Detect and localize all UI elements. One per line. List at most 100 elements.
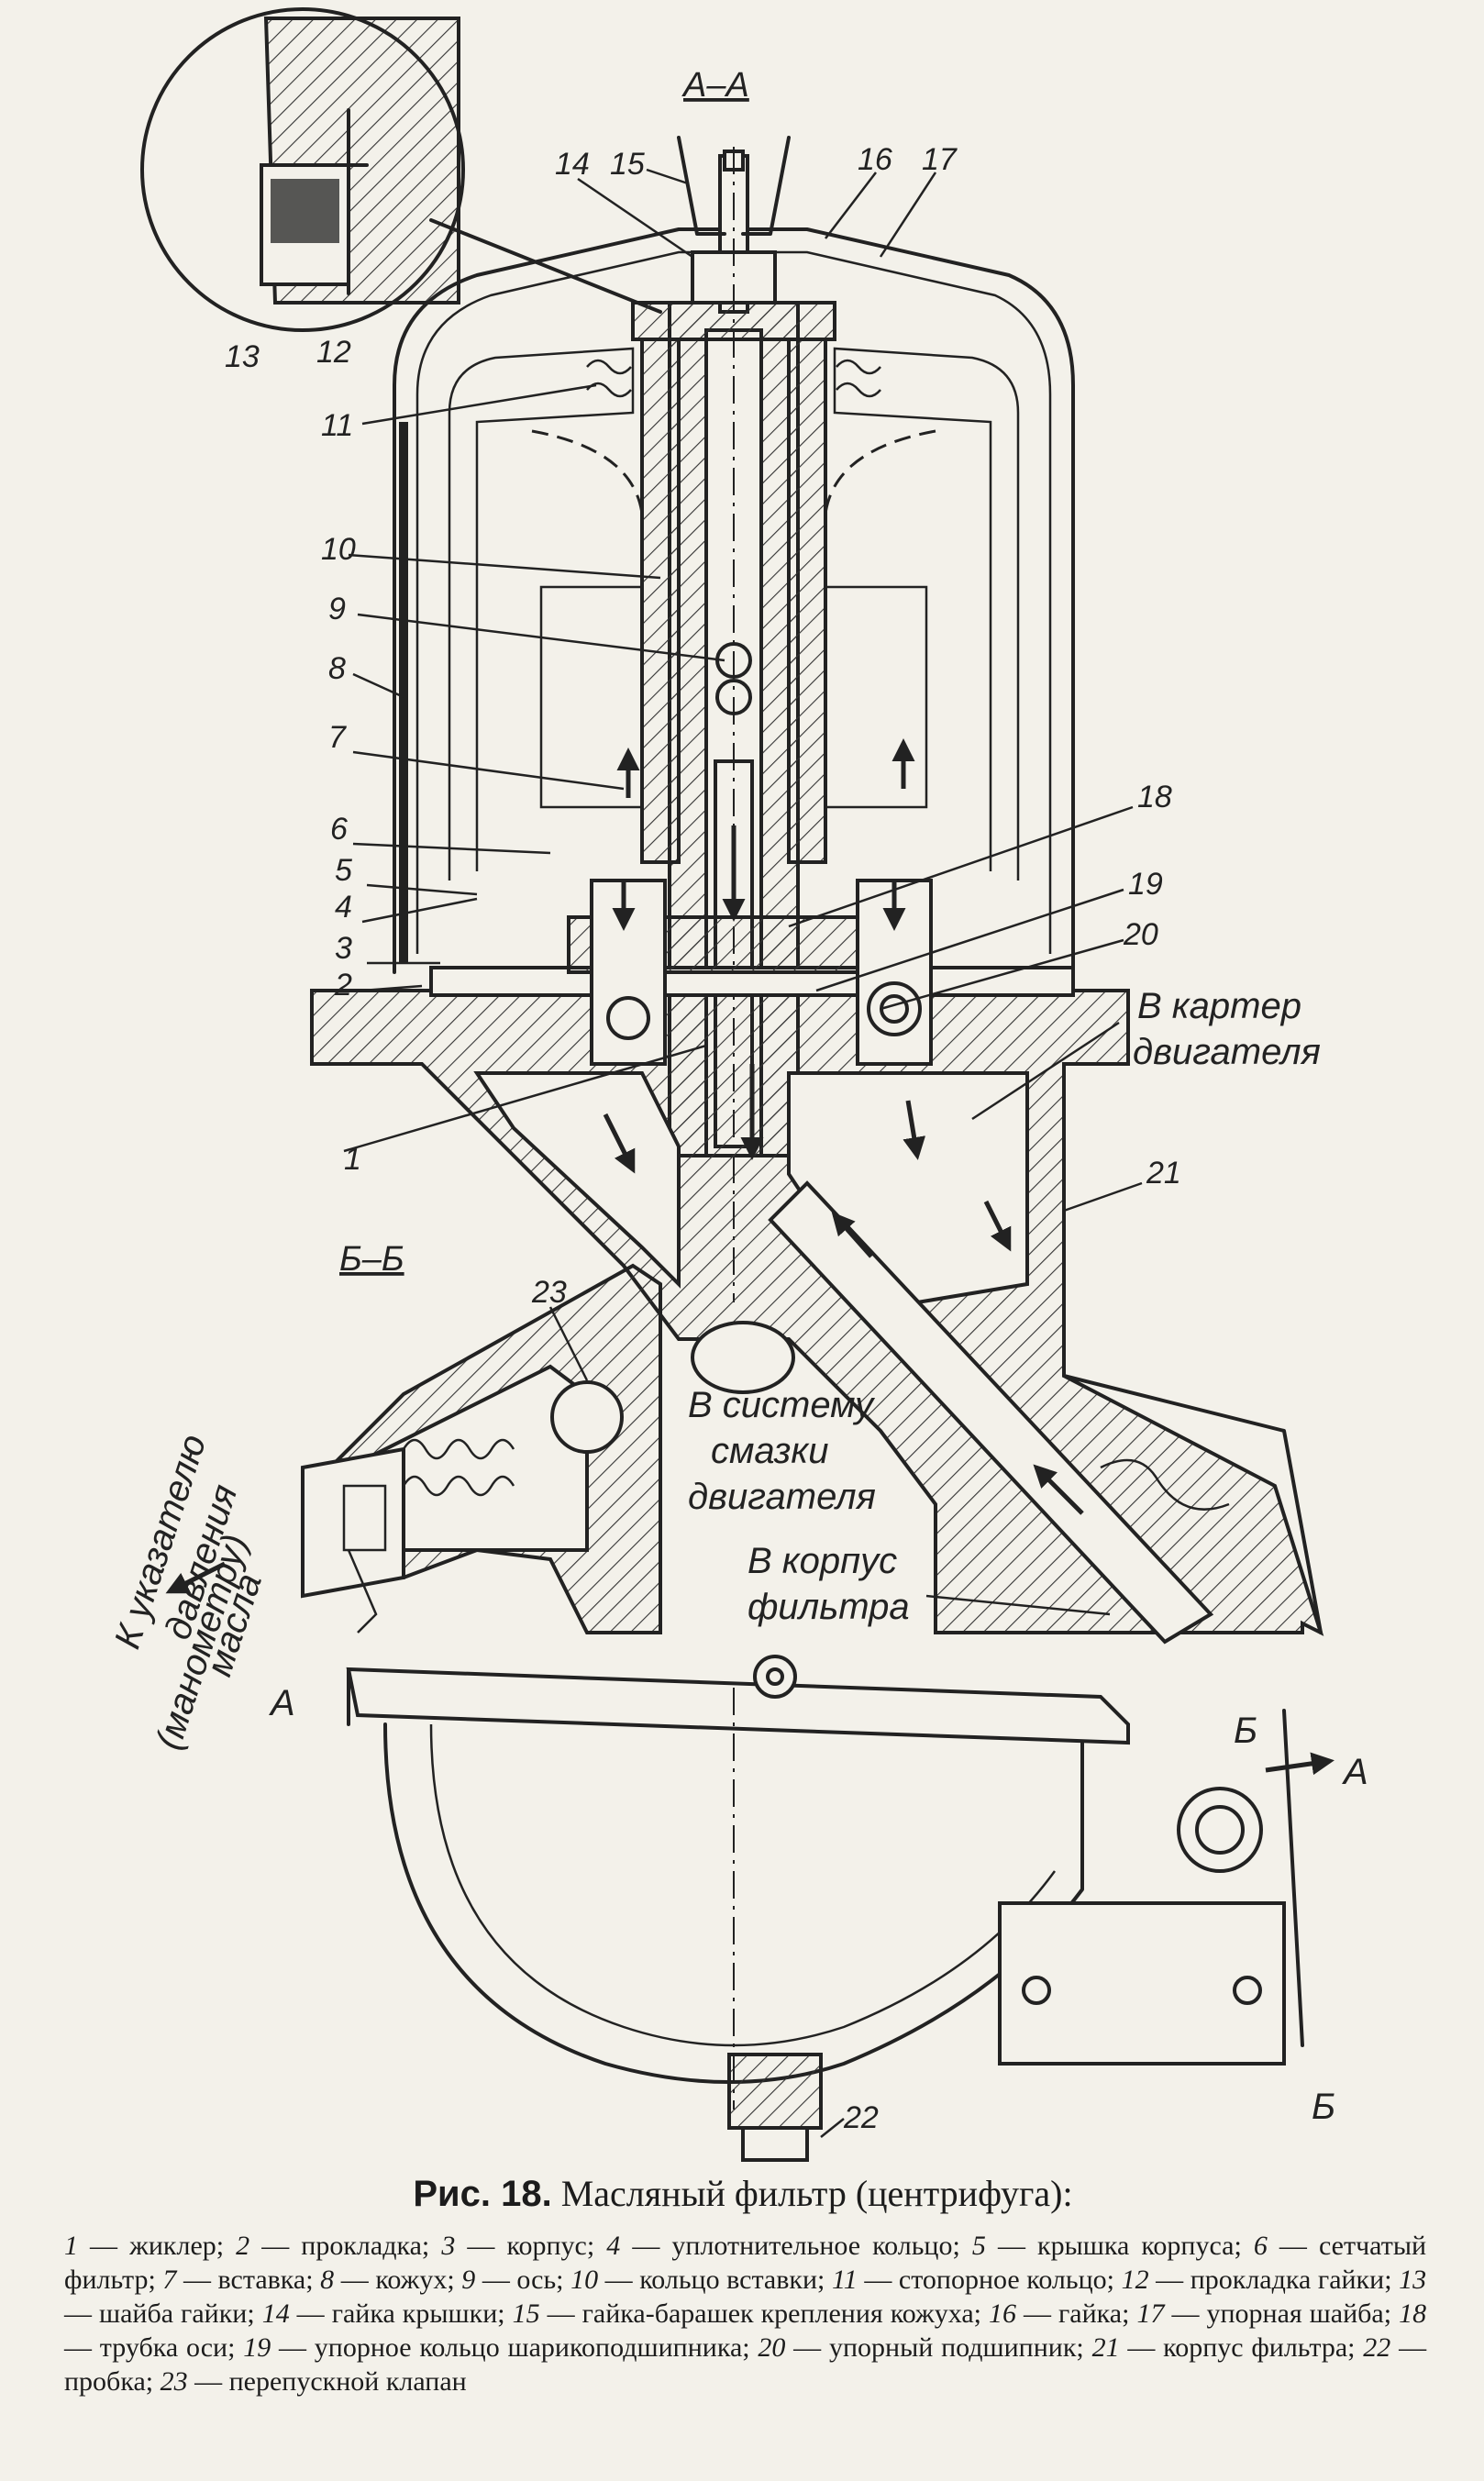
filter-housing-body	[310, 989, 1324, 1645]
legend-number: 7	[162, 2265, 177, 2295]
nozzle-left	[590, 879, 667, 1066]
wing-nut	[677, 136, 791, 236]
legend-item: 18 — трубка оси;	[64, 2298, 1427, 2363]
callout-leaders	[343, 168, 1143, 2138]
legend-number: 20	[758, 2332, 786, 2363]
legend-text: прокладка;	[301, 2231, 430, 2261]
legend-number: 2	[236, 2231, 250, 2261]
legend-number: 11	[831, 2265, 858, 2295]
legend-item: 19 — упорное кольцо шарикоподшипника;	[243, 2332, 750, 2363]
legend-number: 21	[1091, 2332, 1120, 2363]
callout-7: 7	[328, 720, 347, 755]
note-filter-line2: фильтра	[748, 1587, 910, 1627]
legend-item: 15 — гайка-барашек крепления кожуха;	[512, 2298, 981, 2329]
callout-16: 16	[858, 142, 892, 177]
cut-a-left-label: А	[269, 1683, 295, 1723]
legend-text: упорный подшипник;	[828, 2332, 1084, 2363]
legend-item: 14 — гайка крышки;	[261, 2298, 505, 2329]
callout-2: 2	[334, 968, 352, 1002]
legend-text: упорная шайба;	[1206, 2298, 1392, 2329]
legend-number: 14	[261, 2298, 290, 2329]
figure-caption: Рис. 18. Масляный фильтр (центрифуга):	[64, 2172, 1422, 2215]
legend-number: 22	[1363, 2332, 1391, 2363]
legend-number: 9	[461, 2265, 476, 2295]
callout-14: 14	[555, 147, 590, 182]
legend-number: 16	[989, 2298, 1016, 2329]
figure-title: Масляный фильтр (центрифуга):	[560, 2173, 1073, 2214]
legend-item: 21 — корпус фильтра;	[1091, 2332, 1356, 2363]
callout-numbers: 1 2 3 4 5 6 7 8 9 10 11 12 13 14 15 16 1…	[225, 142, 1181, 2135]
note-lubrication-line3: двигателя	[688, 1477, 876, 1517]
callout-23: 23	[531, 1275, 567, 1310]
note-crankcase-line1: В картер	[1137, 986, 1301, 1026]
figure-label: Рис. 18.	[413, 2174, 552, 2214]
housing-flange	[429, 915, 1075, 997]
callout-17: 17	[922, 142, 958, 177]
legend-item: 8 — кожух;	[320, 2265, 455, 2295]
legend-text: крышка корпуса;	[1037, 2231, 1242, 2261]
legend-item: 2 — прокладка;	[236, 2231, 430, 2261]
legend-item: 3 — корпус;	[441, 2231, 595, 2261]
legend-number: 3	[441, 2231, 456, 2261]
detail-view-circle	[140, 7, 662, 332]
legend-number: 18	[1399, 2298, 1427, 2329]
cut-a-right-label: А	[1342, 1752, 1368, 1792]
legend-text: стопорное кольцо;	[898, 2265, 1114, 2295]
legend-item: 13 — шайба гайки;	[64, 2265, 1427, 2329]
legend-number: 23	[160, 2366, 188, 2397]
legend-number: 12	[1121, 2265, 1149, 2295]
legend-text: трубка оси;	[99, 2332, 236, 2363]
cut-b-bottom-label: Б	[1312, 2087, 1335, 2127]
legend-text: корпус фильтра;	[1163, 2332, 1356, 2363]
legend-item: 20 — упорный подшипник;	[758, 2332, 1084, 2363]
callout-19: 19	[1128, 867, 1163, 902]
legend-text: корпус;	[506, 2231, 595, 2261]
callout-18: 18	[1137, 780, 1172, 814]
legend-item: 7 — вставка;	[162, 2265, 314, 2295]
callout-1: 1	[344, 1142, 361, 1177]
bypass-valve-section	[301, 1263, 662, 1634]
legend-text: гайка крышки;	[331, 2298, 505, 2329]
note-lubrication-line1: В систему	[688, 1385, 876, 1425]
legend-text: кожух;	[375, 2265, 455, 2295]
figure-legend: 1 — жиклер; 2 — прокладка; 3 — корпус; 4…	[64, 2229, 1426, 2398]
callout-4: 4	[335, 890, 352, 925]
legend-number: 8	[320, 2265, 335, 2295]
legend-text: уплотнительное кольцо;	[671, 2231, 960, 2261]
callout-11: 11	[321, 408, 353, 443]
note-filter-line1: В корпус	[748, 1541, 897, 1581]
callout-10: 10	[321, 532, 356, 567]
callout-6: 6	[330, 812, 348, 847]
legend-text: кольцо вставки;	[639, 2265, 825, 2295]
callout-3: 3	[335, 931, 352, 966]
section-aa-label: А–А	[681, 66, 749, 105]
callout-21: 21	[1146, 1156, 1181, 1191]
legend-item: 5 — крышка корпуса;	[971, 2231, 1242, 2261]
legend-number: 15	[512, 2298, 540, 2329]
legend-item: 11 — стопорное кольцо;	[831, 2265, 1114, 2295]
callout-13: 13	[225, 339, 260, 374]
legend-item: 9 — ось;	[461, 2265, 564, 2295]
cut-b-top-label: Б	[1234, 1711, 1257, 1751]
note-lubrication-line2: смазки	[711, 1431, 829, 1471]
legend-text: перепускной клапан	[228, 2366, 467, 2397]
callout-12: 12	[316, 335, 351, 370]
oil-flow-arrows	[603, 738, 1084, 1515]
legend-number: 17	[1136, 2298, 1165, 2329]
legend-item: 4 — уплотнительное кольцо;	[606, 2231, 960, 2261]
legend-text: упорное кольцо шарикоподшипника;	[314, 2332, 750, 2363]
callout-9: 9	[328, 592, 346, 626]
legend-text: ось;	[516, 2265, 564, 2295]
filter-cover	[393, 227, 1075, 974]
legend-number: 6	[1253, 2231, 1268, 2261]
callout-15: 15	[610, 147, 645, 182]
legend-text: гайка;	[1058, 2298, 1130, 2329]
legend-item: 10 — кольцо вставки;	[570, 2265, 825, 2295]
legend-number: 4	[606, 2231, 621, 2261]
callout-20: 20	[1123, 917, 1158, 952]
legend-number: 19	[243, 2332, 271, 2363]
legend-item: 6 — сетчатый фильтр;	[64, 2231, 1427, 2295]
legend-text: прокладка гайки;	[1190, 2265, 1392, 2295]
callout-8: 8	[328, 651, 346, 686]
